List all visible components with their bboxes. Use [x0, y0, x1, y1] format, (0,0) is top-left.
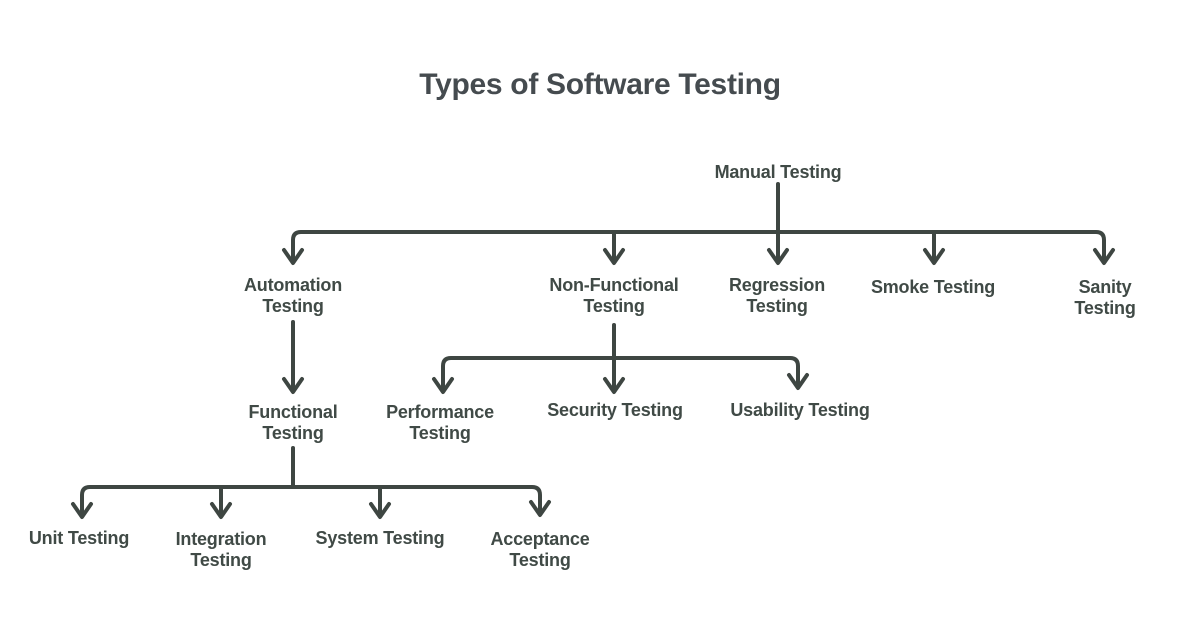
node-integration-testing: Integration Testing [175, 529, 267, 570]
node-acceptance-testing: Acceptance Testing [490, 529, 590, 570]
node-smoke-testing: Smoke Testing [870, 277, 996, 297]
node-sanity-testing: Sanity Testing [1074, 277, 1136, 318]
edge-level2-connector [441, 356, 800, 389]
node-security-testing: Security Testing [547, 400, 683, 420]
arrowhead-system [369, 502, 391, 519]
node-non-functional-testing: Non-Functional Testing [549, 275, 679, 316]
arrowhead-acceptance [529, 500, 551, 517]
edge-level1-connector [291, 230, 1106, 260]
arrowhead-security [603, 377, 625, 394]
edge-level3-connector [80, 485, 542, 514]
arrowhead-nonfunctional [603, 248, 625, 265]
arrowhead-functional [282, 377, 304, 394]
arrowhead-performance [432, 377, 454, 394]
arrowhead-sanity [1093, 248, 1115, 265]
arrowhead-usability [787, 373, 809, 390]
node-functional-testing: Functional Testing [248, 402, 338, 443]
node-manual-testing: Manual Testing [714, 162, 842, 182]
arrowhead-smoke [923, 248, 945, 265]
node-performance-testing: Performance Testing [386, 402, 494, 443]
arrowhead-automation [282, 248, 304, 265]
node-automation-testing: Automation Testing [244, 275, 342, 316]
node-unit-testing: Unit Testing [28, 528, 130, 548]
arrowhead-regression [767, 248, 789, 265]
arrowhead-integration [210, 502, 232, 519]
node-usability-testing: Usability Testing [730, 400, 870, 420]
node-system-testing: System Testing [315, 528, 445, 548]
arrowhead-unit [71, 502, 93, 519]
page-title: Types of Software Testing [419, 68, 781, 101]
node-regression-testing: Regression Testing [728, 275, 826, 316]
